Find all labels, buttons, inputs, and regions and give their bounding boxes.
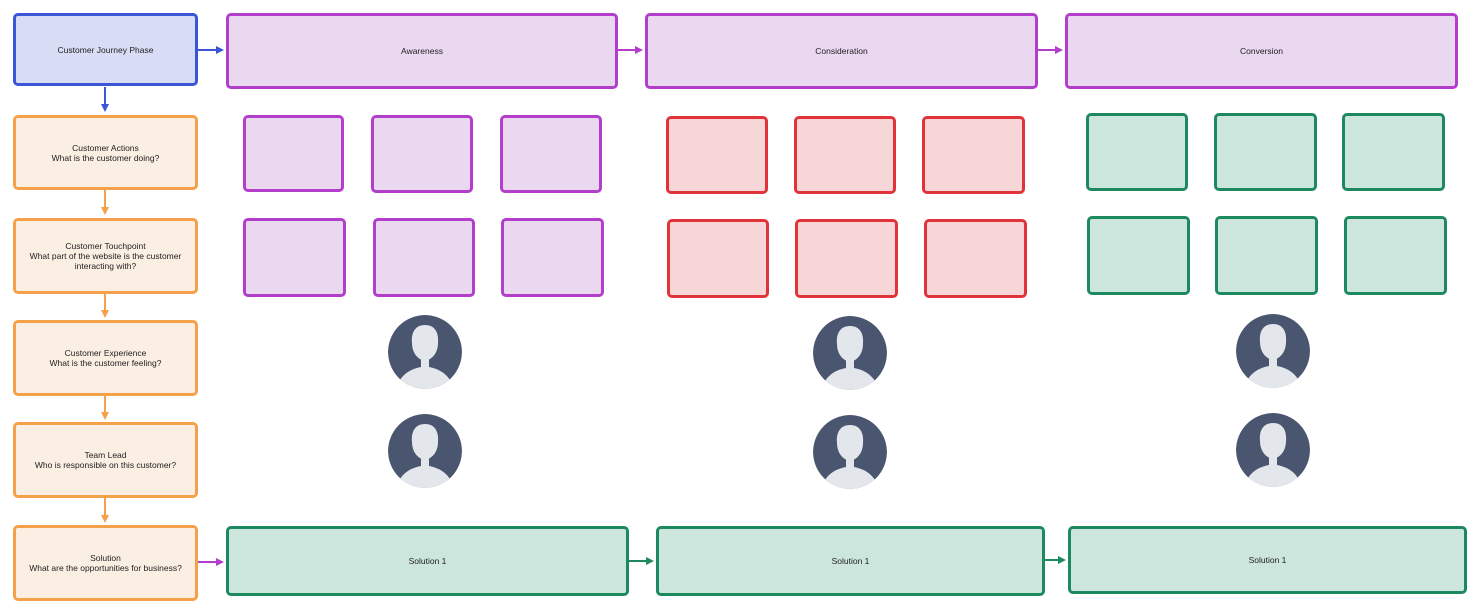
row-question: What is the customer doing? xyxy=(51,152,160,163)
consideration-action-card[interactable] xyxy=(922,116,1025,194)
conversion-label: Conversion xyxy=(1240,46,1283,56)
row-label-team-lead[interactable]: Team Lead Who is responsible on this cus… xyxy=(13,422,198,498)
awareness-action-card[interactable] xyxy=(500,115,602,193)
consideration-action-card[interactable] xyxy=(794,116,896,194)
awareness-touchpoint-card[interactable] xyxy=(501,218,604,297)
solution-label: Solution 1 xyxy=(831,556,870,566)
conversion-touchpoint-card[interactable] xyxy=(1344,216,1447,295)
user-avatar-icon[interactable] xyxy=(1236,314,1310,388)
awareness-label: Awareness xyxy=(401,46,443,56)
awareness-header[interactable]: Awareness xyxy=(226,13,618,89)
conversion-header[interactable]: Conversion xyxy=(1065,13,1458,89)
awareness-solution-box[interactable]: Solution 1 xyxy=(226,526,629,596)
row-title: Solution xyxy=(90,553,121,563)
phase-header-box[interactable]: Customer Journey Phase xyxy=(13,13,198,86)
conversion-action-card[interactable] xyxy=(1214,113,1317,191)
conversion-touchpoint-card[interactable] xyxy=(1215,216,1318,295)
row-label-customer-experience[interactable]: Customer Experience What is the customer… xyxy=(13,320,198,396)
conversion-action-card[interactable] xyxy=(1342,113,1445,191)
row-question: What part of the website is the customer… xyxy=(29,251,182,271)
user-avatar-icon[interactable] xyxy=(388,414,462,488)
row-question: What is the customer feeling? xyxy=(49,358,162,368)
solution-label: Solution 1 xyxy=(1248,555,1287,565)
user-avatar-icon[interactable] xyxy=(813,316,887,390)
row-title: Customer Experience xyxy=(64,348,147,358)
solution-label: Solution 1 xyxy=(408,556,447,566)
conversion-action-card[interactable] xyxy=(1086,113,1188,191)
phase-header-label: Customer Journey Phase xyxy=(57,44,154,55)
row-question: What are the opportunities for business? xyxy=(29,563,182,573)
row-label-customer-touchpoint[interactable]: Customer Touchpoint What part of the web… xyxy=(13,218,198,294)
user-avatar-icon[interactable] xyxy=(1236,413,1310,487)
awareness-touchpoint-card[interactable] xyxy=(243,218,346,297)
consideration-touchpoint-card[interactable] xyxy=(667,219,769,298)
awareness-action-card[interactable] xyxy=(371,115,473,193)
row-title: Team Lead xyxy=(84,450,127,460)
conversion-solution-box[interactable]: Solution 1 xyxy=(1068,526,1467,594)
row-label-customer-actions[interactable]: Customer Actions What is the customer do… xyxy=(13,115,198,190)
user-avatar-icon[interactable] xyxy=(388,315,462,389)
row-title: Customer Touchpoint xyxy=(65,241,146,251)
awareness-action-card[interactable] xyxy=(243,115,344,192)
awareness-touchpoint-card[interactable] xyxy=(373,218,475,297)
consideration-touchpoint-card[interactable] xyxy=(795,219,898,298)
consideration-solution-box[interactable]: Solution 1 xyxy=(656,526,1045,596)
row-title: Customer Actions xyxy=(72,142,139,153)
consideration-touchpoint-card[interactable] xyxy=(924,219,1027,298)
consideration-header[interactable]: Consideration xyxy=(645,13,1038,89)
row-label-solution[interactable]: Solution What are the opportunities for … xyxy=(13,525,198,601)
user-avatar-icon[interactable] xyxy=(813,415,887,489)
row-question: Who is responsible on this customer? xyxy=(34,460,177,470)
consideration-label: Consideration xyxy=(815,46,868,56)
conversion-touchpoint-card[interactable] xyxy=(1087,216,1190,295)
consideration-action-card[interactable] xyxy=(666,116,768,194)
